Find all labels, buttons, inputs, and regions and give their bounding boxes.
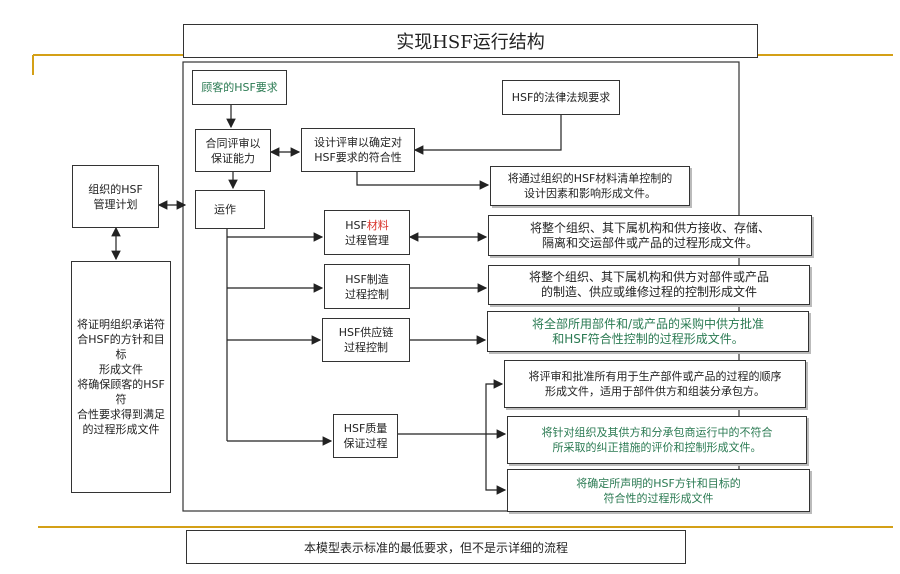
legal-requirement-box: HSF的法律法规要求 <box>502 80 620 115</box>
qa-document-box-3: 将确定所声明的HSF方针和目标的 符合性的过程形成文件 <box>507 469 810 512</box>
quality-assurance-box: HSF质量 保证过程 <box>333 414 398 458</box>
management-plan-box: 组织的HSF 管理计划 <box>72 165 159 228</box>
design-document-box: 将通过组织的HSF材料清单控制的 设计因素和影响形成文件。 <box>490 166 690 206</box>
material-label-suffix: 过程管理 <box>345 233 389 247</box>
qa-document-box-1: 将评审和批准所有用于生产部件或产品的过程的顺序 形成文件，适用于部件供方和组装分… <box>504 360 806 408</box>
material-document-box: 将整个组织、其下属机构和供方接收、存储、 隔离和交运部件或产品的过程形成文件。 <box>488 215 812 256</box>
material-label-prefix: HSF <box>345 218 367 232</box>
material-process-box: HSF材料 过程管理 <box>324 210 410 255</box>
qa-document-box-2: 将针对组织及其供方和分承包商运行中的不符合 所采取的纠正措施的评价和控制形成文件… <box>507 416 807 464</box>
supply-chain-document-box: 将全部所用部件和/或产品的采购中供方批准 和HSF符合性控制的过程形成文件。 <box>487 311 809 352</box>
operation-box: 运作 <box>195 190 265 229</box>
customer-requirement-box: 顾客的HSF要求 <box>192 70 287 105</box>
manufacturing-document-box: 将整个组织、其下属机构和供方对部件或产品 的制造、供应或维修过程的控制形成文件 <box>488 265 810 305</box>
contract-review-box: 合同评审以 保证能力 <box>195 129 271 172</box>
material-label-highlight: 材料 <box>366 218 389 232</box>
policy-document-box: 将证明组织承诺符 合HSF的方针和目标 形成文件 将确保顾客的HSF符 合性要求… <box>71 261 171 493</box>
page-title: 实现HSF运行结构 <box>183 24 758 58</box>
supply-chain-control-box: HSF供应链 过程控制 <box>322 318 410 362</box>
design-review-box: 设计评审以确定对 HSF要求的符合性 <box>301 128 415 172</box>
manufacturing-control-box: HSF制造 过程控制 <box>324 264 410 309</box>
footer-note: 本模型表示标准的最低要求，但不是示详细的流程 <box>186 530 686 564</box>
